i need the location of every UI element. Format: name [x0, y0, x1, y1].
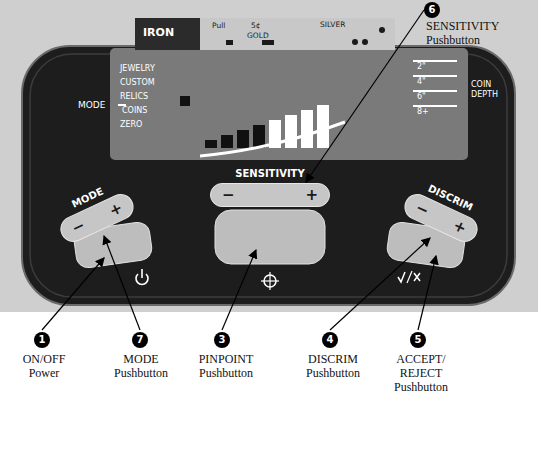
mode-highlight-box: COINS [118, 104, 126, 106]
lcd-icon [262, 40, 274, 45]
callout-number: 4 [322, 332, 338, 348]
lcd-segment [180, 96, 190, 106]
depth-box: 6" [413, 90, 457, 92]
sensitivity-pushbutton: SENSITIVITY−+ [210, 183, 330, 207]
callout-label: PINPOINT Pushbutton [186, 352, 266, 380]
control-panel [22, 46, 515, 305]
lcd-label: 6" [417, 91, 426, 102]
depth-box: 2" [413, 60, 457, 62]
pinpoint-icon [269, 272, 270, 290]
background-band [0, 0, 538, 312]
lcd-label: COIN DEPTH [471, 80, 513, 100]
lcd-icon [226, 40, 233, 45]
depth-box: 8+ [413, 105, 457, 107]
callout-label: ACCEPT/ REJECT Pushbutton [384, 352, 458, 394]
lcd-label: COINS [122, 105, 147, 116]
button-sign: + [105, 196, 127, 223]
callout-label: SENSITIVITY Pushbutton [426, 19, 532, 47]
signal-bar [237, 130, 249, 148]
lcd-label: 2" [417, 61, 426, 72]
pinpoint-button [215, 210, 325, 264]
callout-number: 6 [424, 2, 440, 18]
power-icon [141, 269, 143, 278]
lcd-label: GOLD [247, 31, 269, 41]
signal-bar [301, 110, 313, 148]
leader-line [306, 10, 424, 182]
lcd-label: SILVER [320, 20, 345, 30]
callout-label: DISCRIM Pushbutton [294, 352, 372, 380]
leader-line [104, 236, 140, 330]
button-sign: − [411, 196, 433, 223]
button-label: SENSITIVITY [181, 168, 359, 180]
lcd-arc [200, 122, 345, 156]
lcd-label: 5¢ [251, 21, 261, 31]
lcd-label: 8+ [417, 106, 429, 117]
lcd-label: MODE [78, 100, 105, 110]
lcd-screen [110, 48, 468, 160]
button-sign: − [67, 213, 89, 240]
lcd-target-strip [200, 18, 395, 50]
signal-bar [253, 125, 265, 148]
callout-label: MODE Pushbutton [104, 352, 178, 380]
accept-reject-icon [407, 271, 412, 283]
mode-name: RELICS [120, 92, 148, 102]
button-sign: + [449, 213, 471, 240]
callout-number: 1 [34, 332, 50, 348]
lcd-display: IRON Pull 5¢GOLD SILVER MODE JEWELRY CUSTOM REL… [75, 18, 470, 160]
signal-bar [285, 115, 297, 148]
leader-line [42, 258, 104, 330]
lcd-label: 4" [417, 76, 426, 87]
accept-reject-icon [414, 273, 420, 281]
leader-line [222, 250, 256, 330]
lcd-iron-strip [135, 18, 200, 50]
callout-number: 3 [214, 332, 230, 348]
callout-number: 5 [410, 332, 426, 348]
button-sign: − [222, 184, 235, 206]
mode-name: CUSTOM [120, 78, 155, 88]
callout-label: ON/OFF Power [14, 352, 74, 380]
lcd-icon [379, 27, 385, 33]
signal-bar [317, 105, 329, 148]
leader-line [418, 256, 436, 330]
signal-bar [205, 140, 217, 148]
signal-bar [221, 135, 233, 148]
accept-reject-icon [398, 272, 405, 282]
signal-bar-graph [205, 105, 329, 148]
lcd-icon [362, 39, 368, 45]
callout-number: 7 [132, 332, 148, 348]
lcd-label: IRON [143, 26, 174, 39]
leader-line [330, 238, 430, 330]
mode-name: ZERO [120, 120, 142, 130]
lcd-icon [352, 39, 358, 45]
depth-box: 4" [413, 75, 457, 77]
mode-name: JEWELRY [120, 64, 155, 74]
button-sign: + [305, 184, 318, 206]
lcd-label: Pull [212, 21, 225, 31]
